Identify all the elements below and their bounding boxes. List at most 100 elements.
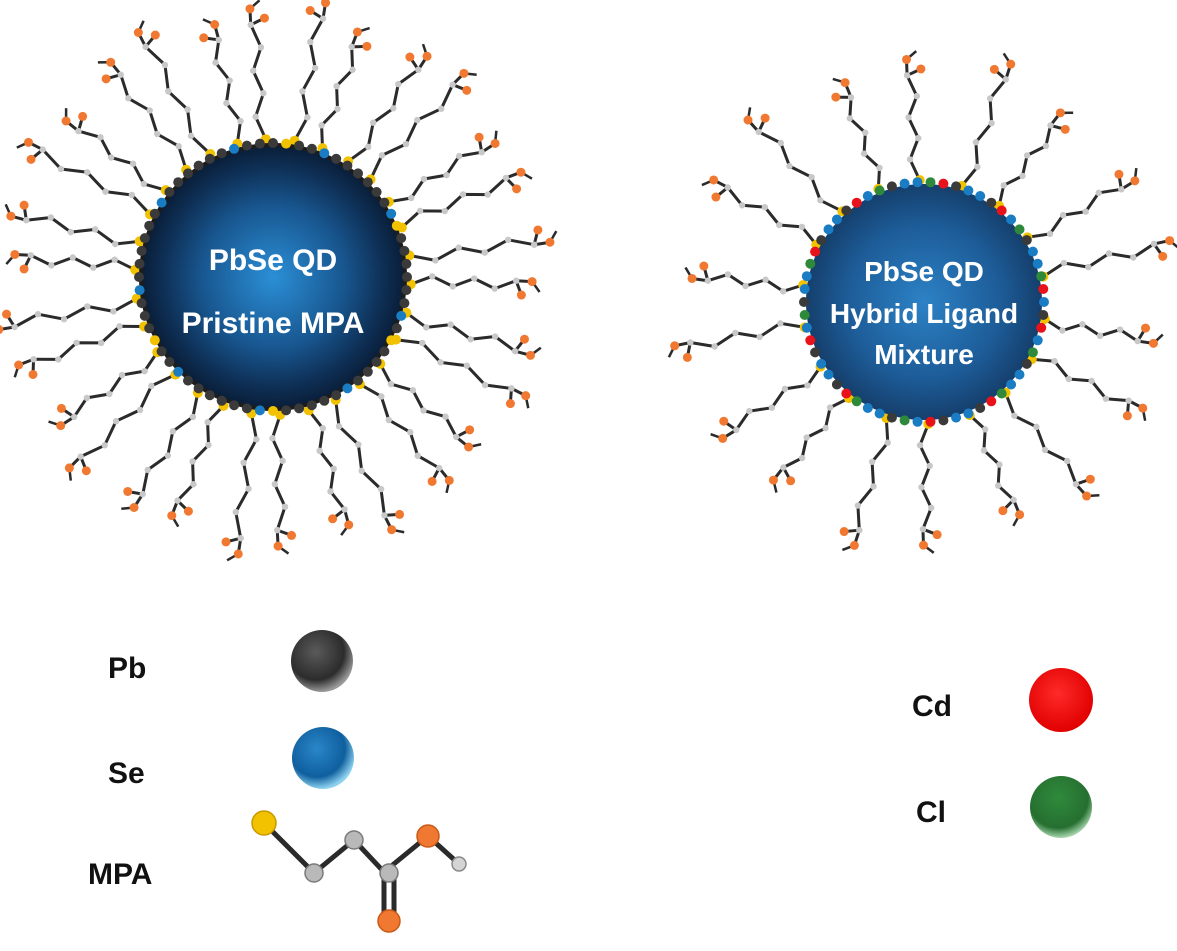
surface-atom bbox=[281, 405, 292, 416]
surface-atom bbox=[874, 185, 885, 196]
surface-atom bbox=[371, 187, 382, 197]
surface-atom bbox=[396, 310, 407, 321]
qd-right-subtitle: Hybrid Ligand bbox=[830, 298, 1018, 329]
mpa-ligand bbox=[97, 57, 192, 175]
surface-atom bbox=[173, 366, 184, 377]
surface-atom bbox=[241, 403, 252, 414]
mpa-ligand bbox=[684, 261, 809, 295]
surface-atom bbox=[1027, 347, 1038, 358]
surface-atom bbox=[391, 323, 402, 334]
mpa-ligand-shell-right bbox=[667, 50, 1177, 554]
cl-atom-legend-icon bbox=[1030, 776, 1092, 838]
surface-atom bbox=[399, 298, 410, 309]
qd-right-title: PbSe QD bbox=[864, 256, 984, 287]
surface-atom bbox=[831, 379, 842, 390]
surface-atom bbox=[353, 168, 363, 179]
surface-atom bbox=[1006, 214, 1017, 225]
mpa-ligand bbox=[994, 108, 1074, 211]
surface-atom bbox=[996, 205, 1007, 216]
mpa-ligand bbox=[303, 405, 354, 536]
surface-atom bbox=[331, 153, 342, 164]
surface-atom bbox=[193, 383, 204, 394]
mpa-ligand bbox=[269, 409, 297, 555]
mpa-ligand bbox=[831, 77, 884, 194]
surface-atom bbox=[294, 403, 305, 414]
surface-atom bbox=[216, 395, 227, 406]
surface-atom bbox=[319, 395, 330, 406]
se-atom-legend-icon bbox=[292, 727, 354, 789]
surface-atom bbox=[912, 416, 923, 427]
mpa-ligand bbox=[133, 20, 216, 160]
surface-atom bbox=[156, 346, 167, 357]
surface-atom bbox=[996, 388, 1007, 399]
surface-atom bbox=[136, 245, 147, 256]
surface-atom bbox=[342, 160, 353, 171]
mpa-ligand bbox=[1000, 387, 1100, 501]
surface-atom bbox=[1036, 271, 1047, 282]
surface-atom bbox=[1014, 369, 1025, 380]
surface-atom bbox=[391, 220, 402, 231]
surface-atom bbox=[963, 185, 974, 196]
mpa-ligand bbox=[245, 0, 271, 145]
surface-atom bbox=[136, 298, 147, 309]
surface-atom bbox=[801, 271, 812, 282]
surface-atom bbox=[1027, 246, 1038, 257]
mpa-ligand bbox=[4, 200, 145, 248]
mpa-ligand bbox=[365, 68, 477, 185]
surface-atom bbox=[396, 233, 407, 244]
mpa-ligand bbox=[13, 321, 150, 379]
surface-atom bbox=[986, 197, 997, 208]
surface-atom bbox=[268, 138, 278, 148]
surface-atom bbox=[401, 285, 412, 296]
surface-atom bbox=[899, 178, 910, 189]
surface-atoms-right bbox=[799, 177, 1049, 427]
mpa-ligand bbox=[48, 347, 163, 431]
surface-atom bbox=[149, 335, 160, 346]
surface-atom bbox=[319, 148, 330, 159]
pb-atom-legend-icon bbox=[291, 630, 353, 692]
surface-atom bbox=[379, 197, 390, 208]
surface-atom bbox=[938, 415, 949, 426]
surface-atom bbox=[799, 284, 810, 294]
surface-atom bbox=[912, 177, 923, 188]
surface-atom bbox=[1038, 284, 1049, 294]
surface-atom bbox=[362, 177, 373, 188]
surface-atom bbox=[799, 297, 809, 307]
surface-atom bbox=[139, 310, 150, 321]
mpa-ligand bbox=[61, 108, 171, 196]
se-legend-label: Se bbox=[108, 757, 145, 790]
cd-legend-label: Cd bbox=[912, 690, 952, 723]
mpa-ligand bbox=[964, 410, 1025, 527]
surface-atom bbox=[281, 138, 292, 149]
surface-atom bbox=[193, 160, 204, 171]
surface-atom bbox=[144, 220, 155, 231]
mpa-ligand bbox=[317, 26, 372, 154]
surface-atom bbox=[134, 272, 144, 282]
surface-atom bbox=[173, 177, 184, 188]
surface-atom bbox=[851, 396, 862, 407]
surface-atom bbox=[216, 148, 227, 159]
mpa-ligand bbox=[0, 293, 142, 334]
mpa-ligand bbox=[404, 225, 558, 264]
qd-left-subtitle: Pristine MPA bbox=[182, 307, 365, 340]
mpa-ligand bbox=[1039, 313, 1164, 348]
mpa-ligand bbox=[701, 175, 822, 250]
mpa-molecule-legend-icon bbox=[251, 810, 467, 933]
surface-atom bbox=[399, 245, 410, 256]
surface-atom bbox=[810, 347, 821, 358]
cl-legend-label: Cl bbox=[916, 796, 946, 829]
surface-atom bbox=[331, 390, 342, 401]
surface-atom bbox=[183, 375, 193, 386]
surface-atom bbox=[801, 322, 812, 333]
surface-atom bbox=[306, 400, 317, 411]
mpa-ligand bbox=[121, 387, 203, 513]
surface-atom bbox=[306, 143, 317, 154]
surface-atom bbox=[268, 406, 278, 416]
surface-atom bbox=[353, 375, 363, 386]
surface-atom bbox=[874, 408, 885, 419]
surface-atom bbox=[1032, 258, 1043, 269]
surface-atom bbox=[254, 405, 265, 416]
surface-atom bbox=[975, 191, 986, 201]
surface-atom bbox=[831, 214, 842, 225]
surface-atom bbox=[823, 369, 834, 380]
